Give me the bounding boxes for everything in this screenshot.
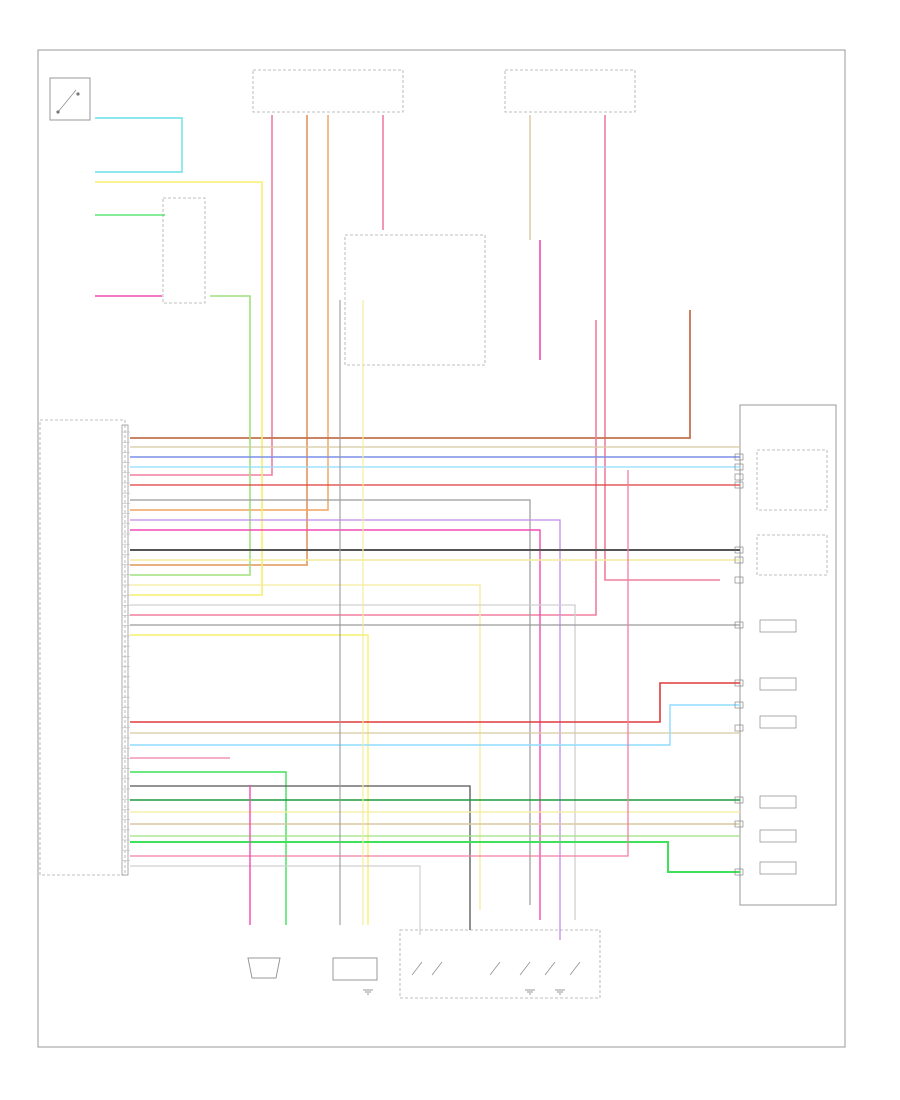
connector-icon bbox=[734, 621, 744, 629]
wire-harness bbox=[95, 115, 744, 940]
wire-pink bbox=[130, 470, 629, 857]
relay-center bbox=[162, 197, 206, 304]
wire-gray bbox=[130, 499, 531, 905]
connector-icon bbox=[734, 556, 744, 564]
control-module-pins bbox=[121, 424, 129, 876]
connector-icon bbox=[734, 701, 744, 709]
switch-contacts bbox=[411, 961, 581, 976]
shift-solenoid-b-box bbox=[756, 534, 828, 576]
automatic-transmission-block bbox=[739, 404, 837, 906]
wire-green bbox=[130, 771, 287, 925]
wire-white bbox=[130, 604, 576, 920]
sensor-icon bbox=[247, 929, 601, 999]
control-module-body bbox=[39, 419, 126, 876]
wire-light_orange bbox=[130, 115, 329, 511]
fuse-block-right bbox=[504, 69, 636, 113]
connector-icon bbox=[734, 868, 744, 876]
ground-icon bbox=[555, 989, 565, 995]
wire-yellow bbox=[130, 634, 369, 925]
wire-yellow bbox=[95, 181, 263, 596]
connector-icon bbox=[734, 820, 744, 828]
switch-icon bbox=[49, 77, 91, 121]
instrument-cluster bbox=[344, 234, 486, 366]
connector-icon bbox=[734, 679, 744, 687]
wire-red bbox=[130, 682, 740, 723]
connector-icon bbox=[734, 796, 744, 804]
ground-icon bbox=[363, 989, 373, 995]
wire-light_green bbox=[130, 295, 251, 576]
wire-light_blue bbox=[130, 704, 740, 746]
pin-labels bbox=[122, 431, 565, 995]
ground-icon bbox=[525, 989, 535, 995]
wire-violet bbox=[130, 519, 561, 940]
connector-icon bbox=[734, 473, 744, 481]
wire-green bbox=[130, 841, 740, 873]
connector-icon bbox=[734, 463, 744, 471]
solenoid-icon bbox=[759, 619, 797, 875]
connector-icon bbox=[734, 576, 744, 584]
connector-icon bbox=[734, 724, 744, 732]
wire-hot_pink bbox=[130, 529, 541, 920]
wire-dark_gray bbox=[130, 785, 471, 930]
wire-pale_yellow bbox=[130, 584, 481, 910]
diagram-border bbox=[37, 49, 846, 1048]
wire-pink bbox=[130, 320, 597, 616]
wire-pink bbox=[604, 115, 720, 581]
wire-brown bbox=[130, 310, 691, 439]
connector-icon bbox=[734, 481, 744, 489]
wire-orange-fuse bbox=[130, 115, 308, 566]
connector-icon bbox=[734, 453, 744, 461]
wire-white bbox=[130, 865, 421, 935]
fuse-block-left bbox=[252, 69, 404, 113]
wire-pink-fuse bbox=[130, 115, 273, 476]
connector-icon bbox=[734, 546, 744, 554]
shift-solenoid-a-box bbox=[756, 449, 828, 511]
wire-cyan bbox=[95, 117, 183, 173]
